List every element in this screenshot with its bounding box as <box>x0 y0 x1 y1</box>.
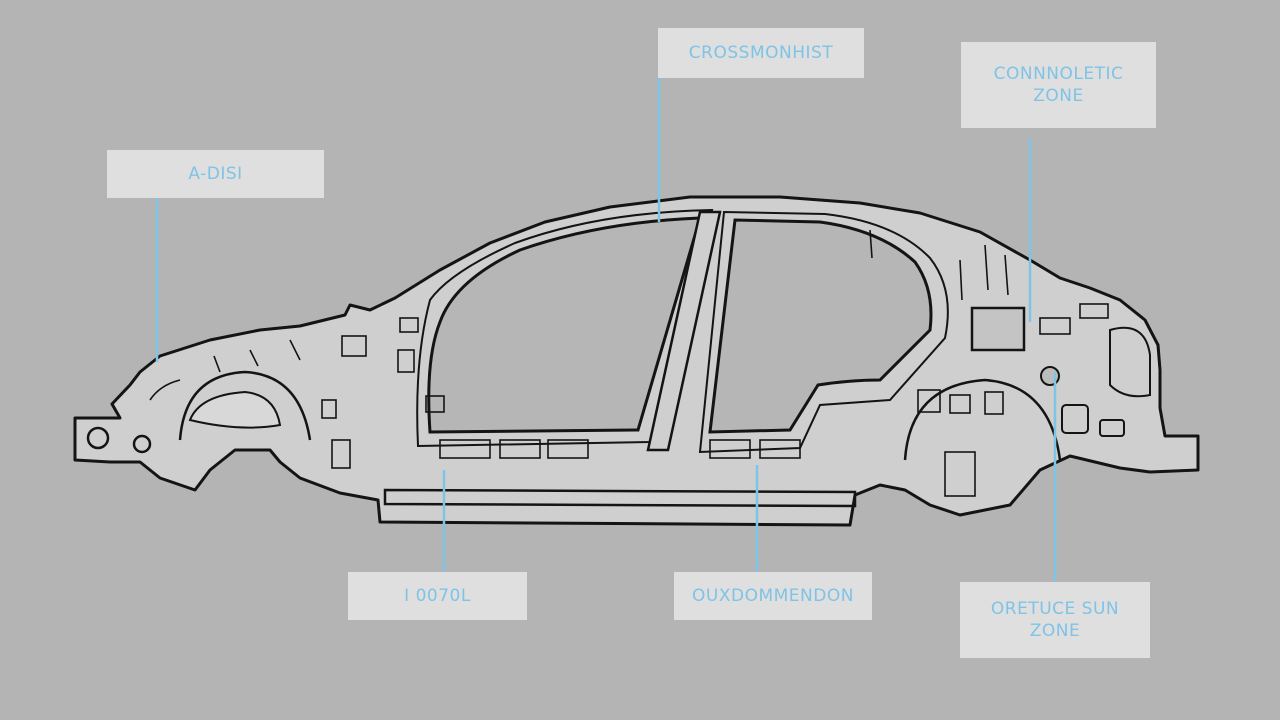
front-mount-hole <box>132 434 152 454</box>
rear-door-inner-frame <box>698 210 949 454</box>
leader-lines <box>155 78 1057 582</box>
label-e-text: OUXDOMMENDON <box>692 585 854 606</box>
b-pillar <box>646 210 722 452</box>
rear-wheel-arch <box>903 378 1062 461</box>
front-strut-tower <box>188 390 282 429</box>
label-crumple-zone: ORETUCE SUN ZONE <box>960 582 1150 658</box>
fuel-filler-port <box>1040 366 1060 386</box>
label-reinforcement: OUXDOMMENDON <box>674 572 872 620</box>
tail-light-recess <box>1109 326 1151 398</box>
label-b-text: CROSSMONHIST <box>688 42 834 63</box>
rocker-sill <box>383 488 857 508</box>
front-door-inner-frame <box>416 208 714 448</box>
label-rocker: I 0070L <box>348 572 527 620</box>
label-connection-zone: CONNNOLETIC ZONE <box>961 42 1156 128</box>
label-f-text-2: ZONE <box>1029 621 1081 641</box>
label-d-text: I 0070L <box>404 585 471 606</box>
label-a-pillar: A-DISI <box>107 150 324 198</box>
label-a-text: A-DISI <box>188 163 243 184</box>
structural-details <box>149 229 1109 497</box>
rear-door-opening <box>708 218 933 434</box>
front-door-opening <box>427 216 703 434</box>
rear-panel-cutout <box>1061 404 1089 434</box>
label-c-text-2: ZONE <box>1033 86 1084 106</box>
label-f-text-1: ORETUCE SUN <box>990 598 1120 619</box>
front-wheel-arch <box>178 370 312 441</box>
rear-quarter-panel-cutout <box>970 306 1026 352</box>
front-mount-hole <box>86 426 110 450</box>
label-c-text-1: CONNNOLETIC <box>993 63 1124 84</box>
label-crossmember: CROSSMONHIST <box>658 28 864 78</box>
rear-panel-cutout <box>1099 419 1125 437</box>
